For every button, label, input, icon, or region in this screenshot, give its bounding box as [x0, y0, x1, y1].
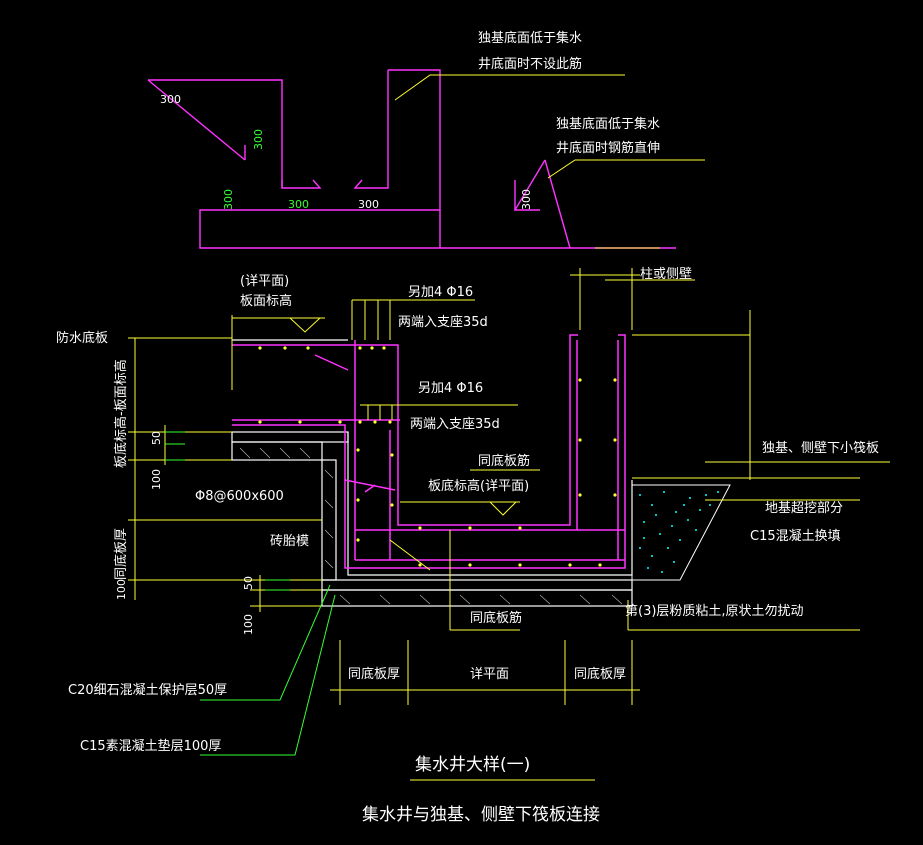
bottom-dim-3: 同底板厚 — [574, 666, 626, 682]
label-same-base-rebar-bottom: 同底板筋 — [470, 610, 522, 626]
label-c15-fill: C15混凝土换填 — [750, 528, 841, 544]
rebar-dots — [258, 346, 617, 567]
label-anchor-2: 两端入支座35d — [410, 417, 500, 432]
label-anchor-1: 两端入支座35d — [398, 315, 488, 330]
dim-300-d: 300 — [288, 198, 309, 211]
label-c15-cushion: C15素混凝土垫层100厚 — [80, 738, 221, 754]
concrete-outline — [231, 339, 633, 607]
upper-leaders — [394, 74, 705, 249]
label-pit-bottom-elev: 板底标高(详平面) — [428, 478, 529, 494]
note2-line1: 独基底面低于集水 — [556, 116, 660, 132]
dim-300-e: 300 — [358, 198, 379, 211]
dim-100-b: 100 — [115, 579, 128, 600]
note1-line1: 独基底面低于集水 — [478, 30, 582, 46]
dim-50-a: 50 — [150, 431, 163, 445]
label-over-excavation: 地基超挖部分 — [765, 501, 843, 516]
label-waterproof-slab: 防水底板 — [56, 330, 108, 346]
bottom-dim-2: 详平面 — [470, 667, 509, 682]
cushion-hatch — [239, 447, 623, 605]
label-soil-layer: 第(3)层粉质粘土,原状土勿扰动 — [625, 604, 804, 619]
section-rebar — [232, 334, 626, 569]
dim-100-c: 100 — [242, 614, 255, 635]
label-detail-plan: (详平面) — [240, 274, 289, 289]
label-same-base-rebar-top: 同底板筋 — [478, 453, 530, 469]
c15-fill-zone — [631, 484, 731, 581]
note1-line2: 井底面时不设此筋 — [478, 56, 582, 72]
dim-300-f: 300 — [520, 189, 533, 210]
label-brick-mold: 砖胎模 — [270, 534, 309, 549]
label-left-vert-2: 同底板厚 — [113, 528, 129, 580]
label-tie-bars: Φ8@600x600 — [195, 489, 284, 504]
dim-300-c: 300 — [222, 189, 235, 210]
layer-leaders — [165, 431, 336, 756]
label-left-vert-1: 板底标高-板面标高 — [113, 359, 129, 468]
label-slab-top-elev: 板面标高 — [240, 293, 292, 309]
label-extra-rebar-2: 另加4 Φ16 — [418, 381, 483, 396]
drawing-subtitle: 集水井与独基、侧壁下筏板连接 — [362, 805, 600, 825]
label-c20-cover: C20细石混凝土保护层50厚 — [68, 682, 227, 698]
dimension-lines — [128, 268, 890, 781]
dim-100-a: 100 — [150, 469, 163, 490]
drawing-title: 集水井大样(一) — [415, 755, 530, 775]
upper-rebar-detail — [147, 69, 676, 249]
label-raft: 独基、侧壁下小筏板 — [762, 440, 879, 456]
dim-300-a: 300 — [160, 93, 181, 106]
label-column-wall: 柱或侧壁 — [640, 267, 692, 282]
bottom-dim-1: 同底板厚 — [348, 666, 400, 682]
dim-50-b: 50 — [242, 576, 255, 590]
note2-line2: 井底面时钢筋直伸 — [556, 140, 660, 156]
label-extra-rebar-1: 另加4 Φ16 — [408, 285, 473, 300]
dim-300-b: 300 — [252, 129, 265, 150]
